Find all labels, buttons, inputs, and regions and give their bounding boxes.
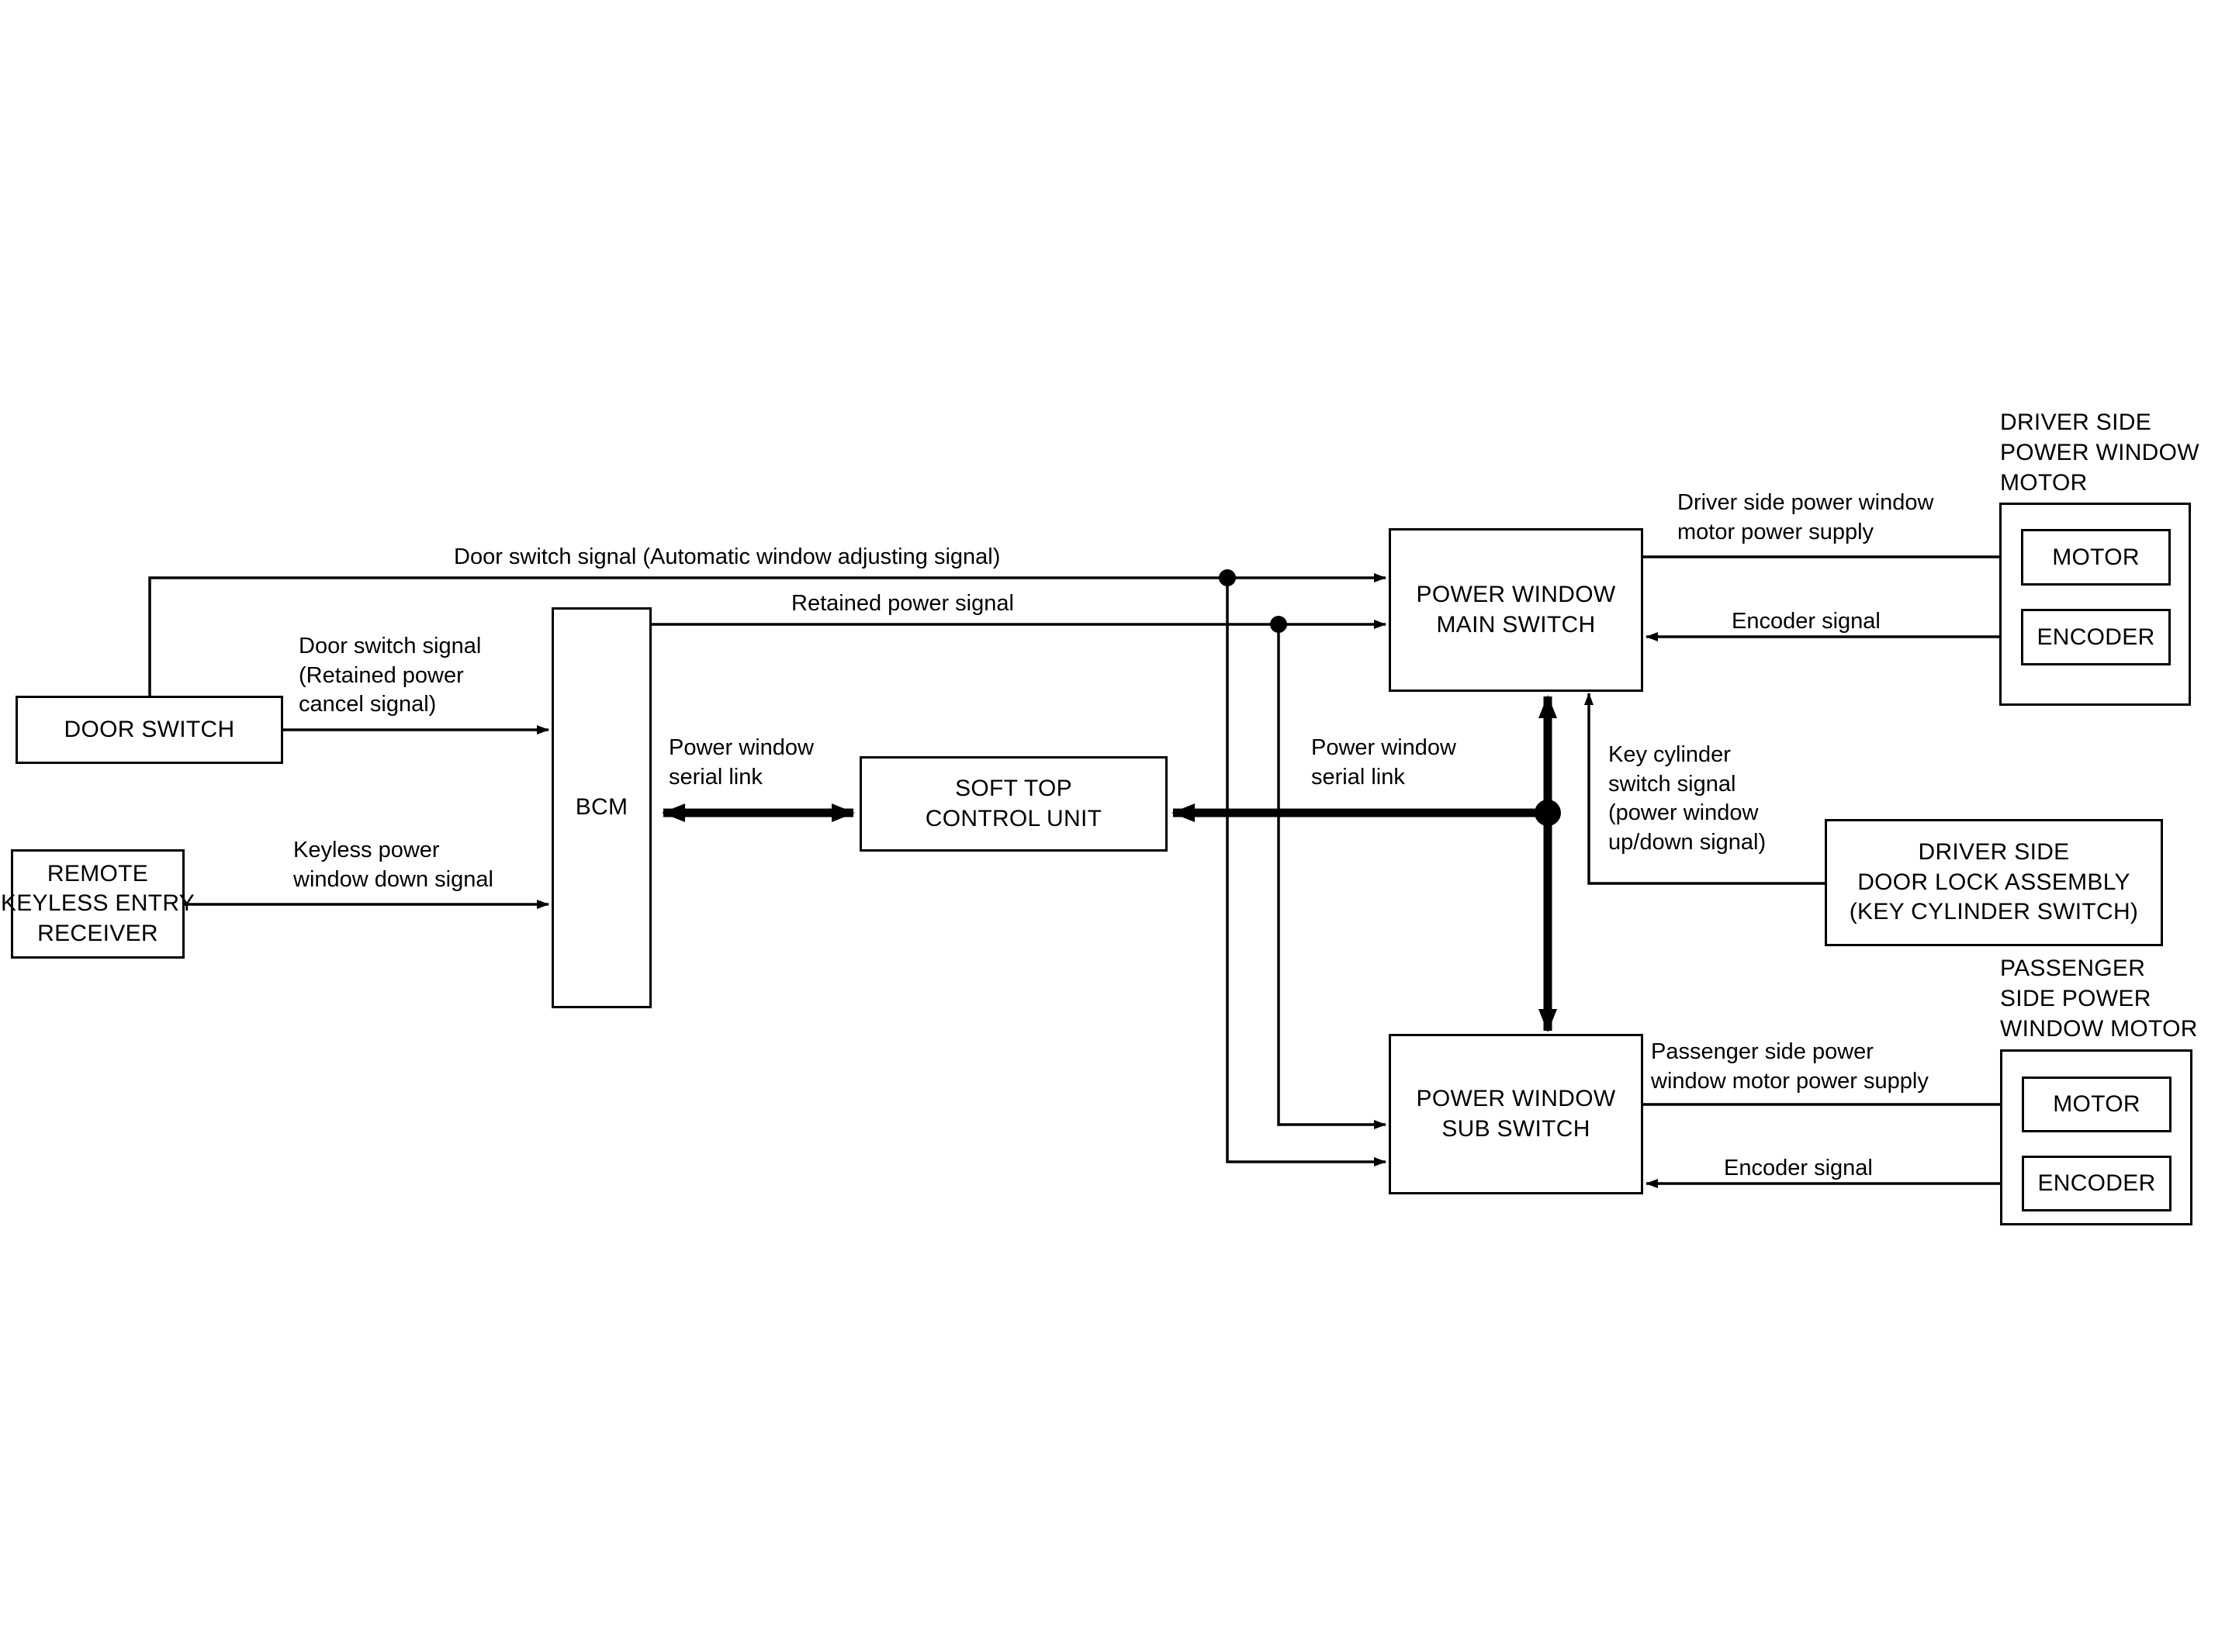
door-lock-label-line2: DOOR LOCK ASSEMBLY [1857, 869, 2130, 895]
node-driver-side-door-lock-assembly[interactable]: DRIVER SIDE DOOR LOCK ASSEMBLY (KEY CYLI… [1825, 819, 2163, 946]
label-keyless-power-window-down: Keyless power window down signal [293, 838, 493, 892]
node-power-window-sub-switch[interactable]: POWER WINDOW SUB SWITCH [1389, 1034, 1643, 1194]
label-door-switch-retained-cancel: Door switch signal (Retained power cance… [299, 634, 482, 717]
junction-dot-retained-power [1270, 616, 1287, 633]
remote-keyless-label-line2: KEYLESS ENTRY [0, 890, 196, 917]
driver-motor-unit[interactable]: MOTOR [2021, 529, 2171, 586]
passenger-encoder-unit[interactable]: ENCODER [2022, 1156, 2172, 1211]
door-switch-label: DOOR SWITCH [64, 716, 235, 742]
remote-keyless-label-line3: RECEIVER [37, 920, 158, 946]
label-key-cylinder-switch-signal: Key cylinder switch signal (power window… [1608, 742, 1767, 855]
remote-keyless-label-line1: REMOTE [47, 860, 149, 886]
wire-retained-power-branch-sub [1277, 624, 1386, 1129]
label-serial-link-right: Power window serial link [1311, 735, 1456, 790]
soft-top-label-line1: SOFT TOP [955, 776, 1072, 802]
wire-key-cylinder [1584, 693, 1825, 885]
node-power-window-main-switch[interactable]: POWER WINDOW MAIN SWITCH [1389, 528, 1643, 692]
passenger-motor-label: MOTOR [2053, 1091, 2140, 1117]
label-driver-encoder-signal: Encoder signal [1732, 609, 1881, 634]
label-door-switch-auto-adjust: Door switch signal (Automatic window adj… [454, 544, 1001, 569]
label-passenger-motor-power-supply: Passenger side power window motor power … [1651, 1039, 1929, 1094]
passenger-side-power-window-motor-title: PASSENGER SIDE POWER WINDOW MOTOR [2000, 956, 2198, 1042]
main-switch-label-line2: MAIN SWITCH [1436, 611, 1596, 638]
node-soft-top-control-unit[interactable]: SOFT TOP CONTROL UNIT [860, 756, 1168, 852]
wire-auto-adjust-branch-sub [1226, 578, 1386, 1166]
driver-encoder-unit[interactable]: ENCODER [2021, 609, 2171, 665]
junction-dot-auto-adjust [1219, 569, 1236, 586]
node-door-switch[interactable]: DOOR SWITCH [16, 696, 283, 764]
label-retained-power-signal: Retained power signal [791, 591, 1014, 616]
sub-switch-label-line2: SUB SWITCH [1441, 1115, 1590, 1142]
label-passenger-encoder-signal: Encoder signal [1724, 1156, 1873, 1180]
driver-side-power-window-motor-title: DRIVER SIDE POWER WINDOW MOTOR [2000, 410, 2199, 496]
sub-switch-label-line1: POWER WINDOW [1416, 1086, 1616, 1112]
junction-dot-serial-link [1535, 800, 1561, 826]
node-remote-keyless-entry-receiver[interactable]: REMOTE KEYLESS ENTRY RECEIVER [1, 849, 195, 959]
label-driver-motor-power-supply: Driver side power window motor power sup… [1677, 490, 1934, 544]
door-lock-label-line3: (KEY CYLINDER SWITCH) [1849, 899, 2139, 925]
label-serial-link-bcm: Power window serial link [669, 735, 814, 790]
main-switch-label-line1: POWER WINDOW [1416, 582, 1616, 608]
bcm-label: BCM [575, 794, 628, 821]
passenger-encoder-label: ENCODER [2037, 1170, 2156, 1196]
driver-motor-label: MOTOR [2052, 544, 2140, 570]
passenger-motor-unit[interactable]: MOTOR [2022, 1077, 2172, 1132]
node-bcm[interactable]: BCM [552, 607, 652, 1008]
soft-top-label-line2: CONTROL UNIT [925, 805, 1102, 831]
wire-door-switch-auto-adjust [148, 573, 1386, 696]
door-lock-label-line1: DRIVER SIDE [1918, 839, 2070, 866]
driver-encoder-label: ENCODER [2037, 624, 2155, 650]
